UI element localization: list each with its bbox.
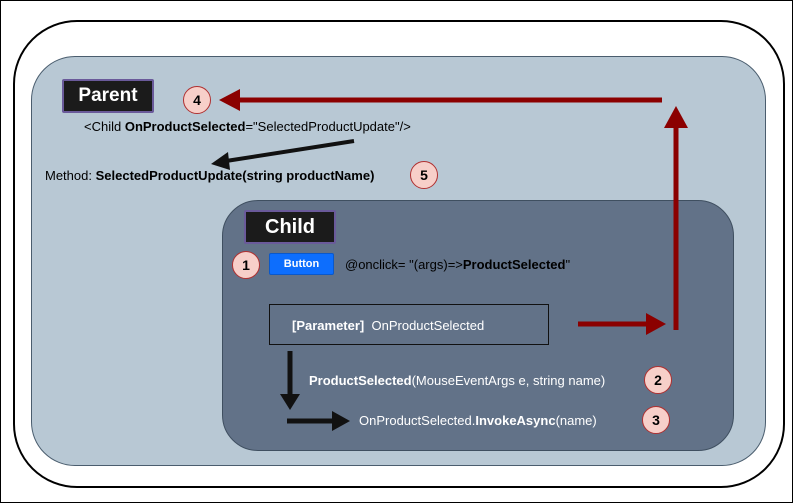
product-selected-name: ProductSelected (309, 373, 412, 388)
parent-title: Parent (62, 79, 154, 113)
method-text: Method: SelectedProductUpdate(string pro… (45, 168, 374, 183)
method-label: Method: (45, 168, 96, 183)
sample-button[interactable]: Button (269, 253, 334, 275)
parameter-text: [Parameter] OnProductSelected (292, 318, 484, 333)
black-arrow-to-method (211, 139, 355, 170)
black-arrow-down (280, 351, 300, 410)
parameter-box (269, 304, 549, 345)
step-badge-2: 2 (644, 366, 672, 394)
product-selected-params: (MouseEventArgs e, string name) (411, 373, 606, 388)
method-signature: SelectedProductUpdate(string productName… (95, 168, 375, 183)
child-tag-suffix: ="SelectedProductUpdate"/> (245, 119, 411, 134)
product-selected-text: ProductSelected(MouseEventArgs e, string… (309, 373, 605, 388)
child-title: Child (244, 210, 336, 244)
red-arrow-param-right (578, 313, 666, 335)
onclick-text: @onclick= "(args)=>ProductSelected" (345, 257, 570, 272)
step-badge-3: 3 (642, 406, 670, 434)
step-badge-5: 5 (410, 161, 438, 189)
step-badge-1: 1 (232, 251, 260, 279)
child-tag-text: <Child OnProductSelected="SelectedProduc… (84, 119, 411, 134)
onclick-prefix: @onclick= "(args)=> (345, 257, 463, 272)
invoke-suffix: (name) (555, 413, 597, 428)
onclick-suffix: " (565, 257, 571, 272)
invoke-prefix: OnProductSelected. (359, 413, 476, 428)
red-arrow-to-parent (219, 89, 662, 111)
invoke-method: InvokeAsync (475, 413, 556, 428)
black-arrow-to-invoke (287, 411, 350, 431)
parameter-name: OnProductSelected (371, 318, 485, 333)
invoke-text: OnProductSelected.InvokeAsync(name) (359, 413, 597, 428)
red-arrow-up (664, 106, 688, 330)
onclick-handler: ProductSelected (462, 257, 566, 272)
child-tag-prefix: <Child (84, 119, 125, 134)
step-badge-4: 4 (183, 86, 211, 114)
child-tag-attr: OnProductSelected (124, 119, 246, 134)
parameter-attr: [Parameter] (292, 318, 365, 333)
